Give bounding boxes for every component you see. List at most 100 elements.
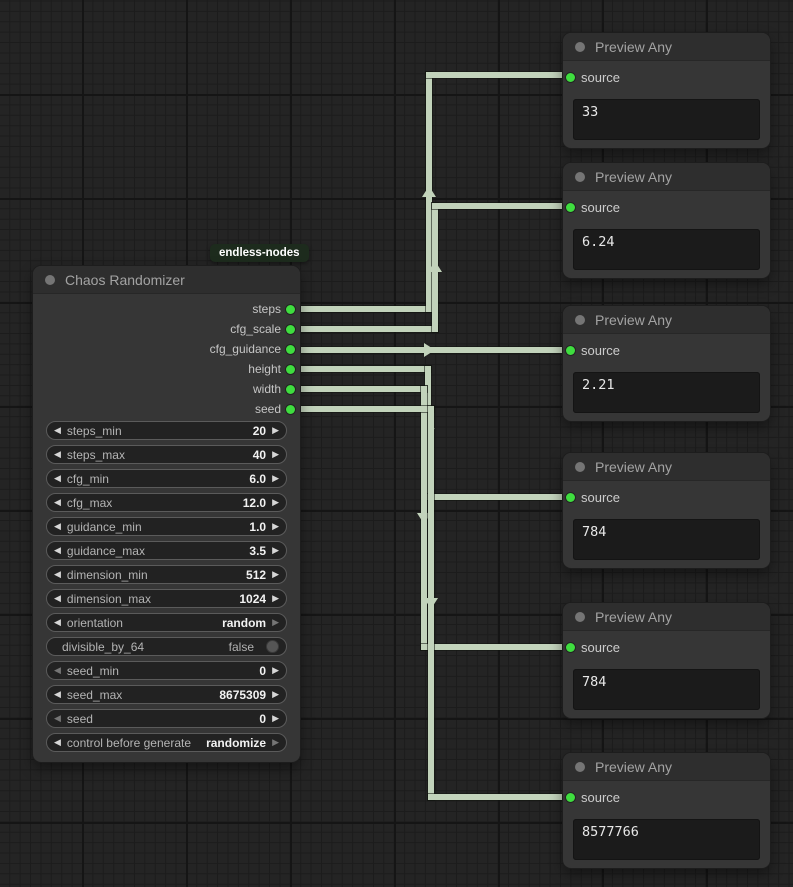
- input-slot-icon[interactable]: [566, 202, 575, 212]
- output-slot-icon[interactable]: [286, 364, 295, 374]
- widget-control-before-generate[interactable]: ◀ control before generate randomize ▶: [46, 733, 287, 752]
- decrement-arrow-icon[interactable]: ◀: [54, 713, 61, 723]
- widget-value[interactable]: 6.0: [249, 471, 267, 486]
- widget-value[interactable]: 0: [259, 663, 267, 678]
- collapse-dot-icon[interactable]: [45, 274, 55, 285]
- increment-arrow-icon[interactable]: ▶: [272, 545, 279, 555]
- input-slot-icon[interactable]: [566, 345, 575, 355]
- next-option-arrow-icon[interactable]: ▶: [272, 737, 279, 747]
- widget-value[interactable]: randomize: [206, 735, 267, 750]
- input-label: source: [581, 199, 621, 215]
- increment-arrow-icon[interactable]: ▶: [272, 689, 279, 699]
- decrement-arrow-icon[interactable]: ◀: [54, 449, 61, 459]
- increment-arrow-icon[interactable]: ▶: [272, 521, 279, 531]
- preview-any-node-3[interactable]: Preview Any source 2.21: [563, 306, 770, 421]
- input-label: source: [581, 789, 621, 805]
- prev-option-arrow-icon[interactable]: ◀: [54, 617, 61, 627]
- widget-guidance-min[interactable]: ◀ guidance_min 1.0 ▶: [46, 517, 287, 536]
- decrement-arrow-icon[interactable]: ◀: [54, 665, 61, 675]
- widget-value[interactable]: random: [222, 615, 267, 630]
- widget-seed-min[interactable]: ◀ seed_min 0 ▶: [46, 661, 287, 680]
- increment-arrow-icon[interactable]: ▶: [272, 497, 279, 507]
- decrement-arrow-icon[interactable]: ◀: [54, 569, 61, 579]
- increment-arrow-icon[interactable]: ▶: [272, 449, 279, 459]
- increment-arrow-icon[interactable]: ▶: [272, 569, 279, 579]
- widget-steps-max[interactable]: ◀ steps_max 40 ▶: [46, 445, 287, 464]
- decrement-arrow-icon[interactable]: ◀: [54, 545, 61, 555]
- prev-option-arrow-icon[interactable]: ◀: [54, 737, 61, 747]
- input-slot-icon[interactable]: [566, 792, 575, 802]
- widget-value[interactable]: 3.5: [249, 543, 267, 558]
- widget-label: guidance_min: [66, 519, 142, 534]
- widget-value[interactable]: 512: [246, 567, 267, 582]
- widget-value[interactable]: 1024: [239, 591, 267, 606]
- increment-arrow-icon[interactable]: ▶: [272, 665, 279, 675]
- chaos-node-titlebar[interactable]: Chaos Randomizer: [33, 266, 300, 294]
- chaos-randomizer-node[interactable]: Chaos Randomizer steps cfg_scale cfg_gui…: [33, 266, 300, 762]
- widget-label: control before generate: [66, 735, 192, 750]
- widget-cfg-min[interactable]: ◀ cfg_min 6.0 ▶: [46, 469, 287, 488]
- widget-value[interactable]: 20: [252, 423, 267, 438]
- widget-value[interactable]: 0: [259, 711, 267, 726]
- decrement-arrow-icon[interactable]: ◀: [54, 689, 61, 699]
- preview-node-titlebar[interactable]: Preview Any: [563, 163, 770, 191]
- increment-arrow-icon[interactable]: ▶: [272, 425, 279, 435]
- wire-cfg-scale: [432, 203, 566, 209]
- widget-steps-min[interactable]: ◀ steps_min 20 ▶: [46, 421, 287, 440]
- decrement-arrow-icon[interactable]: ◀: [54, 497, 61, 507]
- decrement-arrow-icon[interactable]: ◀: [54, 521, 61, 531]
- decrement-arrow-icon[interactable]: ◀: [54, 593, 61, 603]
- collapse-dot-icon[interactable]: [575, 314, 585, 325]
- widget-seed-max[interactable]: ◀ seed_max 8675309 ▶: [46, 685, 287, 704]
- output-label: seed: [254, 402, 281, 416]
- widget-orientation[interactable]: ◀ orientation random ▶: [46, 613, 287, 632]
- widget-dimension-max[interactable]: ◀ dimension_max 1024 ▶: [46, 589, 287, 608]
- preview-value-box: 6.24: [573, 229, 760, 270]
- widget-value[interactable]: 40: [252, 447, 267, 462]
- widget-dimension-min[interactable]: ◀ dimension_min 512 ▶: [46, 565, 287, 584]
- output-slot-icon[interactable]: [286, 344, 295, 354]
- preview-any-node-5[interactable]: Preview Any source 784: [563, 603, 770, 718]
- wire-arrow-down-icon: [424, 598, 438, 609]
- output-slot-icon[interactable]: [286, 324, 295, 334]
- input-slot-icon[interactable]: [566, 72, 575, 82]
- collapse-dot-icon[interactable]: [575, 761, 585, 772]
- preview-node-titlebar[interactable]: Preview Any: [563, 453, 770, 481]
- preview-node-titlebar[interactable]: Preview Any: [563, 33, 770, 61]
- input-slot-icon[interactable]: [566, 492, 575, 502]
- node-title: Preview Any: [595, 311, 673, 328]
- widget-cfg-max[interactable]: ◀ cfg_max 12.0 ▶: [46, 493, 287, 512]
- input-row-source: source: [563, 198, 770, 216]
- increment-arrow-icon[interactable]: ▶: [272, 473, 279, 483]
- collapse-dot-icon[interactable]: [575, 461, 585, 472]
- widget-guidance-max[interactable]: ◀ guidance_max 3.5 ▶: [46, 541, 287, 560]
- preview-any-node-1[interactable]: Preview Any source 33: [563, 33, 770, 148]
- decrement-arrow-icon[interactable]: ◀: [54, 473, 61, 483]
- collapse-dot-icon[interactable]: [575, 611, 585, 622]
- preview-node-titlebar[interactable]: Preview Any: [563, 306, 770, 334]
- next-option-arrow-icon[interactable]: ▶: [272, 617, 279, 627]
- widget-divisible-by-64[interactable]: divisible_by_64 false: [46, 637, 287, 656]
- collapse-dot-icon[interactable]: [575, 41, 585, 52]
- collapse-dot-icon[interactable]: [575, 171, 585, 182]
- input-slot-icon[interactable]: [566, 642, 575, 652]
- widget-value[interactable]: 12.0: [242, 495, 267, 510]
- preview-any-node-2[interactable]: Preview Any source 6.24: [563, 163, 770, 278]
- widget-value[interactable]: 1.0: [249, 519, 267, 534]
- preview-any-node-4[interactable]: Preview Any source 784: [563, 453, 770, 568]
- decrement-arrow-icon[interactable]: ◀: [54, 425, 61, 435]
- increment-arrow-icon[interactable]: ▶: [272, 593, 279, 603]
- toggle-knob-icon[interactable]: [266, 640, 279, 653]
- output-slot-icon[interactable]: [286, 384, 295, 394]
- increment-arrow-icon[interactable]: ▶: [272, 713, 279, 723]
- preview-node-titlebar[interactable]: Preview Any: [563, 603, 770, 631]
- output-slot-icon[interactable]: [286, 304, 295, 314]
- widget-seed[interactable]: ◀ seed 0 ▶: [46, 709, 287, 728]
- output-row-width: width: [33, 379, 300, 399]
- preview-any-node-6[interactable]: Preview Any source 8577766: [563, 753, 770, 868]
- preview-node-titlebar[interactable]: Preview Any: [563, 753, 770, 781]
- widget-value[interactable]: 8675309: [219, 687, 267, 702]
- output-slot-icon[interactable]: [286, 404, 295, 414]
- wire-height: [291, 366, 431, 372]
